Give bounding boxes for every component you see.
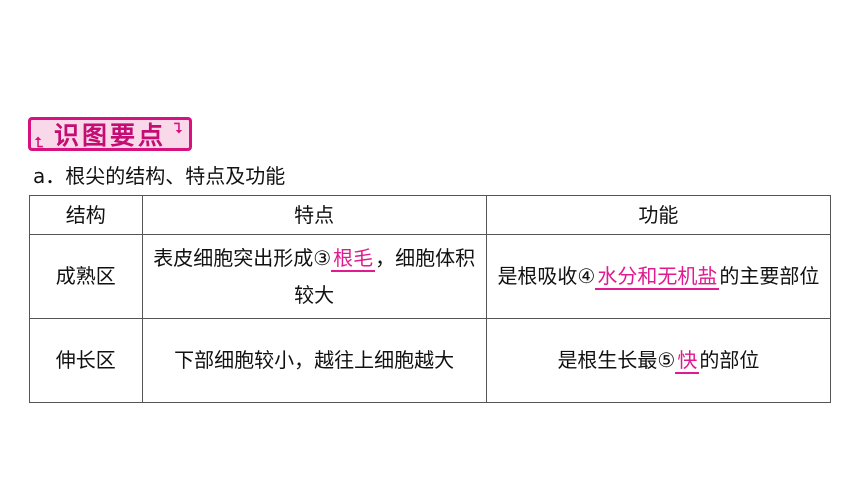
table-header-row: 结构 特点 功能: [29, 195, 832, 235]
cell-structure: 伸长区: [29, 318, 143, 403]
function-text: 是根生长最⑤: [557, 348, 676, 372]
function-text: 的主要部位: [719, 264, 820, 288]
section-subtitle: a．根尖的结构、特点及功能: [33, 164, 286, 188]
section-badge-label: 识图要点: [53, 121, 166, 150]
answer-blank: 快: [675, 348, 700, 374]
cell-structure: 成熟区: [29, 234, 143, 319]
function-text: 的部位: [699, 348, 760, 372]
section-badge: ⮤ 识图要点 ⮧: [28, 117, 192, 151]
header-feature: 特点: [141, 195, 487, 235]
header-structure: 结构: [29, 195, 143, 235]
badge-corner-decoration-icon: ⮧: [173, 121, 185, 137]
cell-feature: 下部细胞较小，越往上细胞越大: [141, 318, 487, 403]
answer-blank: 根毛: [331, 245, 376, 272]
feature-text: ，细胞体积较大: [294, 245, 476, 307]
badge-corner-decoration-icon: ⮤: [35, 135, 47, 151]
function-text: 是根吸收④: [497, 264, 596, 288]
header-function: 功能: [485, 195, 832, 235]
feature-text: 表皮细胞突出形成③: [153, 245, 332, 270]
answer-blank: 水分和无机盐: [595, 264, 720, 290]
